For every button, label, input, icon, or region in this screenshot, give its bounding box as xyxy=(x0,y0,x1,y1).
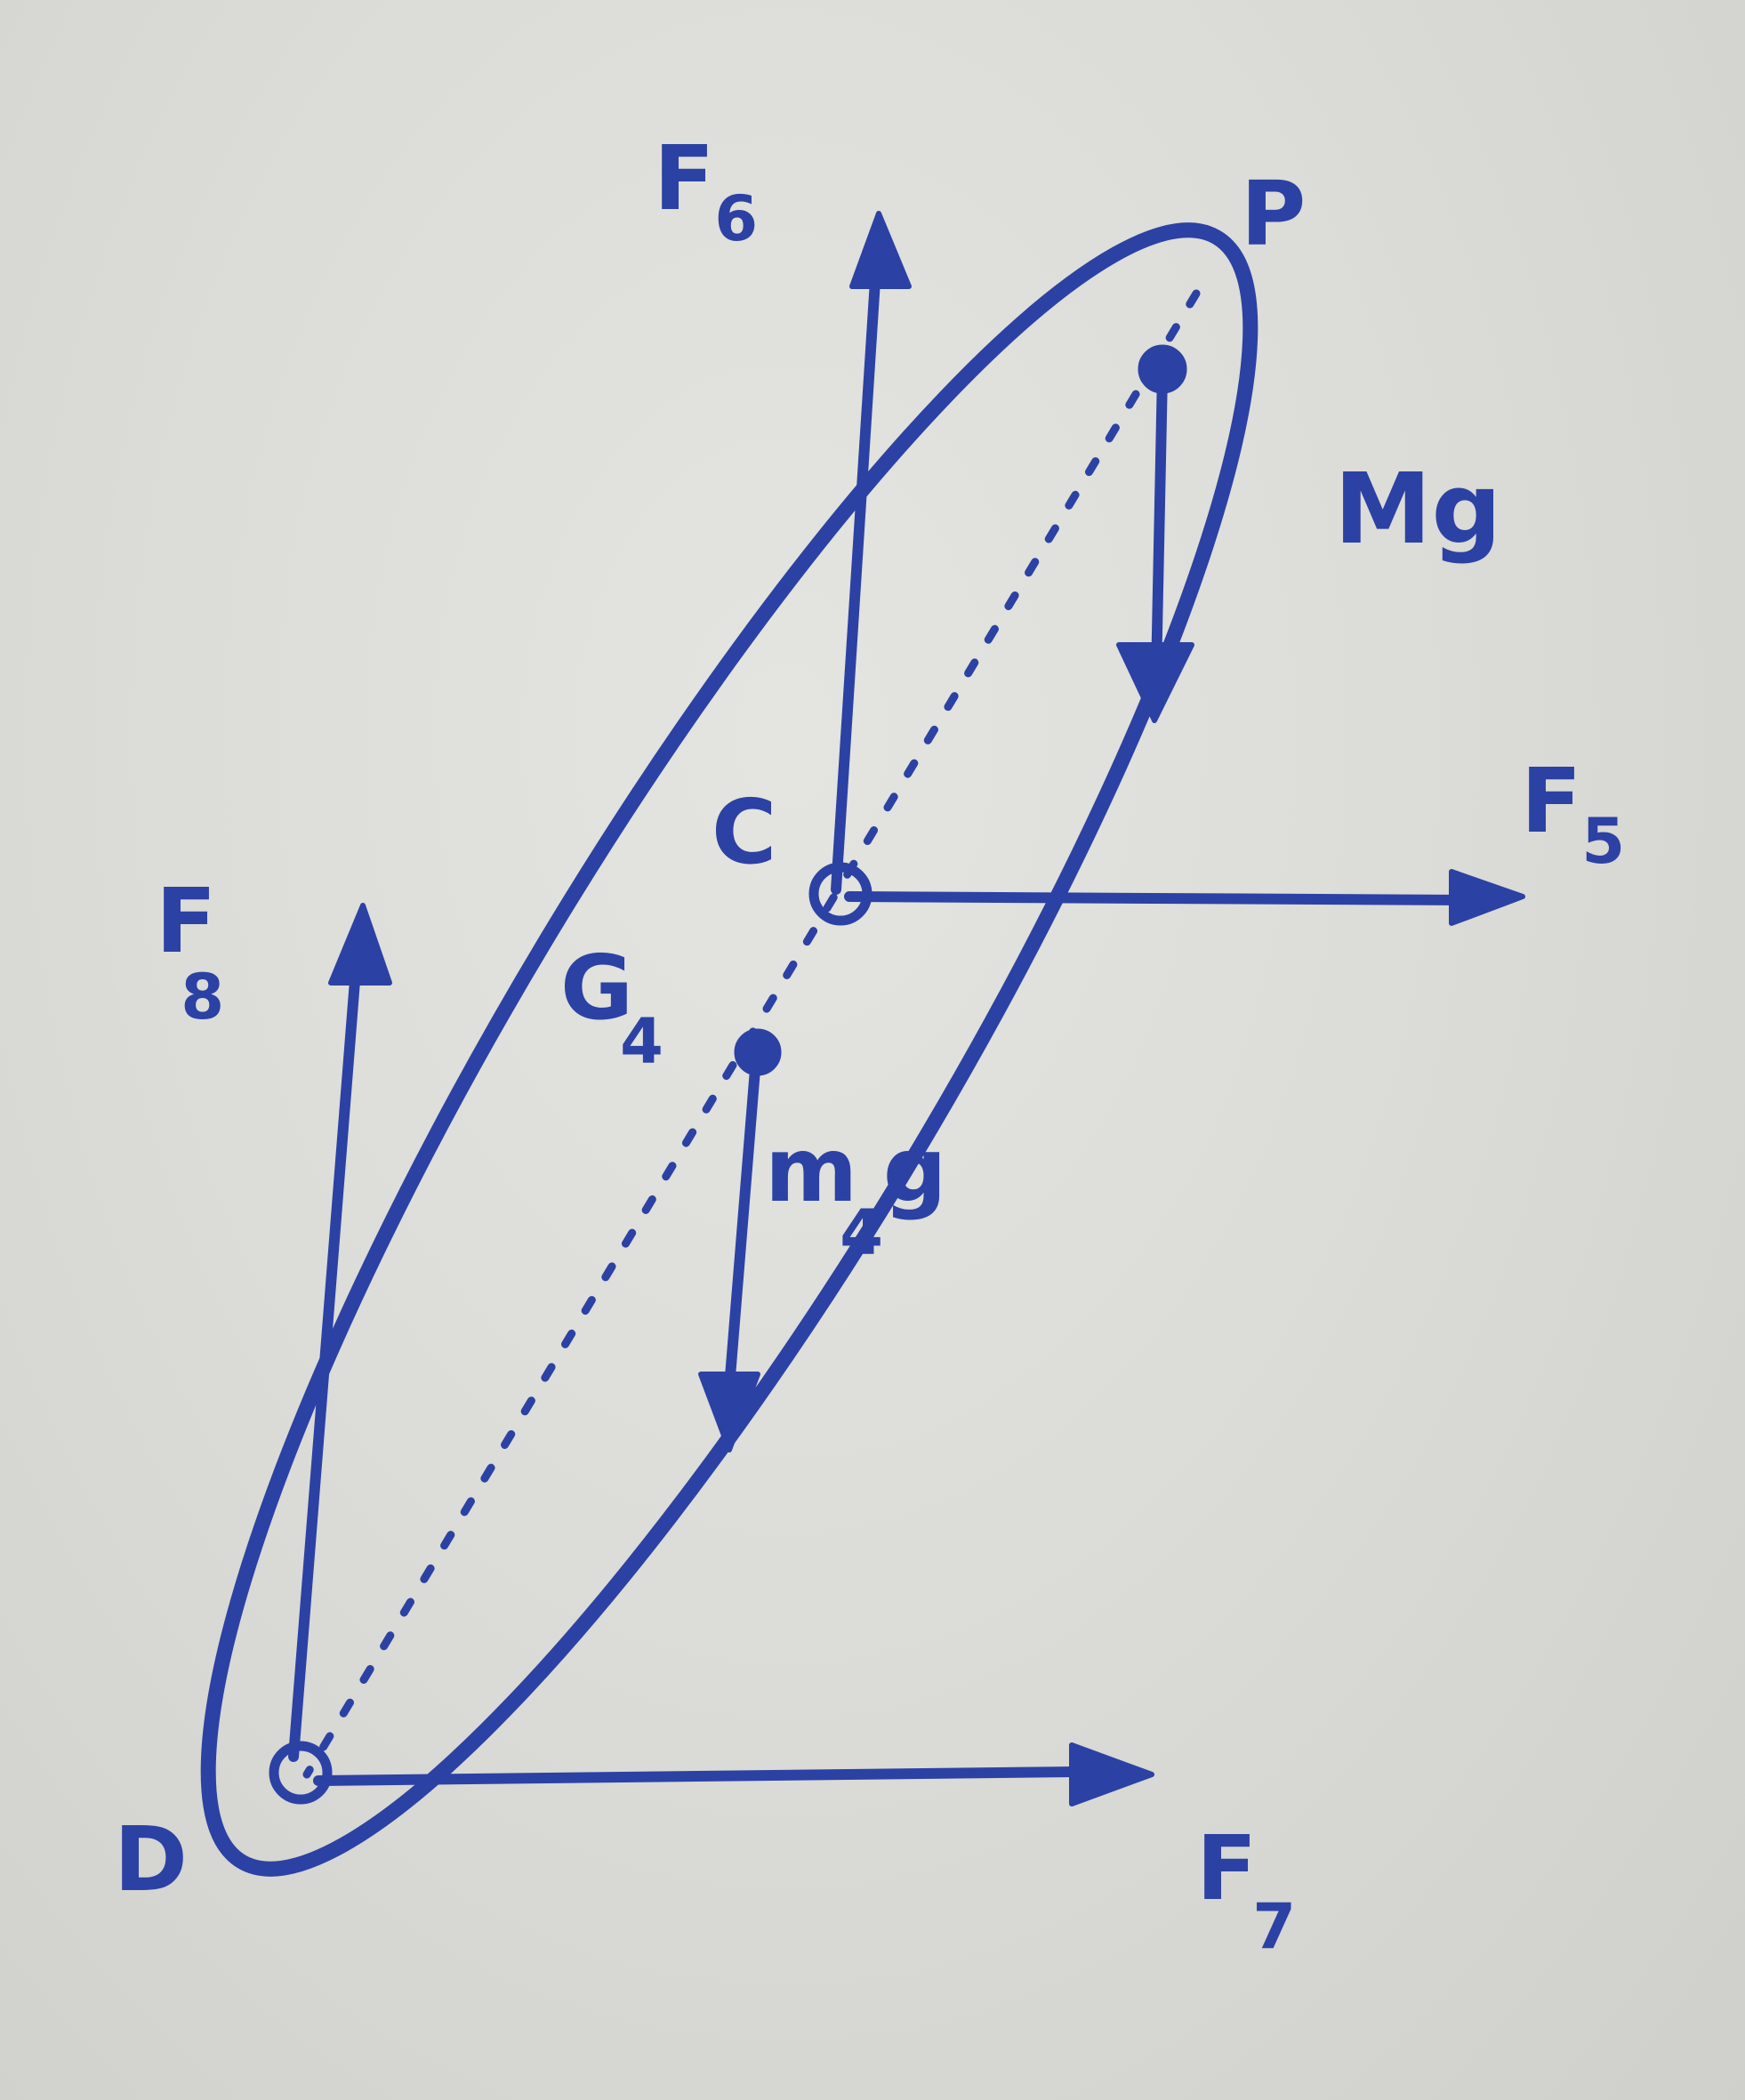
force-m4g-arrowhead xyxy=(698,1372,760,1452)
force-f7-arrowhead xyxy=(1069,1742,1154,1806)
point-g4-dot xyxy=(734,1028,782,1076)
label-d: D xyxy=(114,1807,188,1911)
label-p: P xyxy=(1241,162,1306,266)
force-m4g-line xyxy=(724,1053,761,1393)
label-f5: F5 xyxy=(1521,749,1625,878)
disc-ellipse xyxy=(200,222,1258,1877)
point-mass-p-dot xyxy=(1138,344,1187,394)
force-f7-line xyxy=(313,1766,1082,1786)
pivot-d-circle xyxy=(269,1741,333,1805)
force-f6-line xyxy=(831,261,881,895)
label-c: C xyxy=(712,780,776,884)
force-f8-arrowhead xyxy=(328,903,392,986)
force-f5-line xyxy=(844,891,1473,905)
force-f8-line xyxy=(288,964,361,1762)
label-f6: F6 xyxy=(654,126,758,255)
pivot-c-circle xyxy=(808,862,872,926)
label-mg: Mg xyxy=(1334,452,1501,566)
force-mg-line xyxy=(1151,368,1168,681)
force-f5-arrowhead xyxy=(1449,869,1525,926)
force-mg-arrowhead xyxy=(1116,642,1194,723)
force-f6-arrowhead xyxy=(849,211,912,289)
